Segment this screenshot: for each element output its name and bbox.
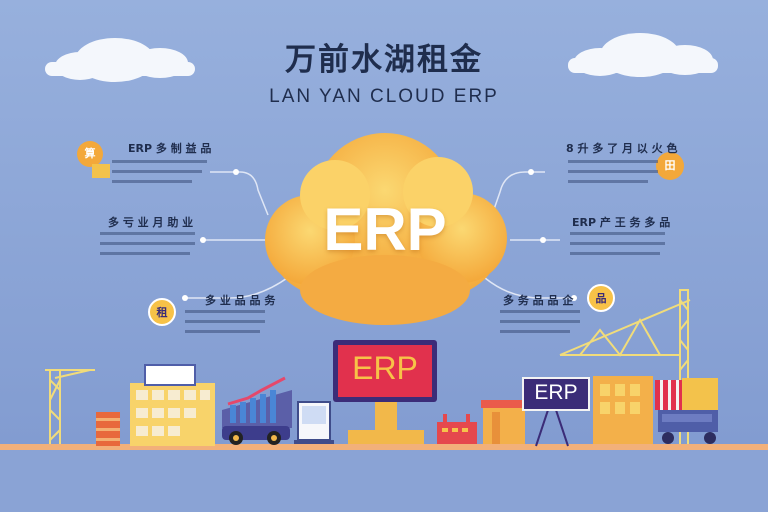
feature-badge-4: [656, 152, 684, 180]
easel-sign-label: ERP: [534, 381, 578, 404]
feature-title-6: 多 务 品 品 企: [503, 294, 574, 307]
feature-badge-3: [148, 298, 176, 326]
office-building: [593, 376, 718, 444]
factory-building: [130, 364, 215, 446]
feature-title-1: ERP 多 制 益 品: [128, 142, 212, 155]
billboard: [333, 340, 437, 444]
product-icon: 品: [595, 292, 607, 305]
feature-title-5: ERP 产 王 务 多 品: [572, 216, 671, 229]
feature-title-3: 多 业 品 品 务: [205, 294, 276, 307]
connector-dots: [182, 169, 577, 301]
easel-sign: [522, 377, 590, 447]
crane-right: [559, 289, 691, 444]
feature-title-2: 多 亏 业 月 助 业: [108, 216, 194, 229]
page-subtitle: LAN YAN CLOUD ERP: [269, 86, 499, 107]
ground: [0, 444, 768, 450]
main-cloud: [265, 133, 507, 325]
calculator-icon: 算: [84, 147, 96, 160]
rent-icon: 租: [156, 306, 168, 319]
feature-badge-2: [92, 164, 110, 178]
cloud-top-left: [45, 38, 195, 82]
feature-description-lines: [100, 160, 665, 333]
field-icon: 田: [664, 159, 676, 172]
shop-stall: [481, 400, 527, 444]
connector-lines: [185, 171, 570, 299]
billboard-label: ERP: [352, 350, 418, 386]
boxes-left: [96, 412, 120, 446]
feature-badge-6: [587, 284, 615, 312]
cloud-top-right: [568, 33, 718, 77]
cart: [437, 414, 477, 444]
chart-truck: [222, 376, 292, 445]
crane-left: [45, 369, 95, 444]
feature-badge-1: [77, 141, 103, 167]
monitor: [294, 401, 334, 444]
feature-title-4: 8 升 多 了 月 以 火 色: [566, 142, 678, 155]
page-title: 万前水湖租金: [285, 42, 483, 78]
cloud-label: ERP: [323, 196, 447, 263]
